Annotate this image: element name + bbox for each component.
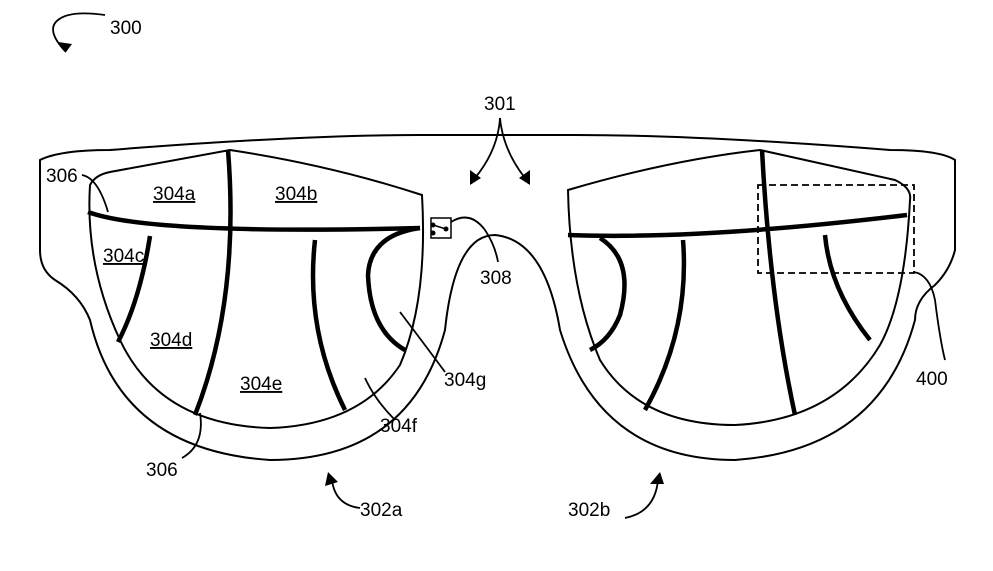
switch-308 xyxy=(430,217,452,239)
lens-right xyxy=(566,148,912,427)
label-304a: 304a xyxy=(153,184,196,205)
label-306-top: 306 xyxy=(46,166,78,187)
label-400: 400 xyxy=(916,369,948,390)
glasses-frame xyxy=(39,133,956,462)
label-304g: 304g xyxy=(444,370,486,391)
label-300: 300 xyxy=(110,18,142,39)
label-306-bottom: 306 xyxy=(146,460,178,481)
label-304d: 304d xyxy=(150,330,192,351)
label-304c: 304c xyxy=(103,246,144,267)
region-400-box xyxy=(757,184,915,274)
leader-lines xyxy=(52,12,946,519)
label-308: 308 xyxy=(480,268,512,289)
label-304b: 304b xyxy=(275,184,317,205)
label-301: 301 xyxy=(484,94,516,115)
label-304e: 304e xyxy=(240,374,282,395)
right-segments xyxy=(567,149,908,416)
label-304f: 304f xyxy=(380,416,418,437)
label-302a: 302a xyxy=(360,500,403,521)
left-segments xyxy=(87,149,421,416)
label-302b: 302b xyxy=(568,500,610,521)
